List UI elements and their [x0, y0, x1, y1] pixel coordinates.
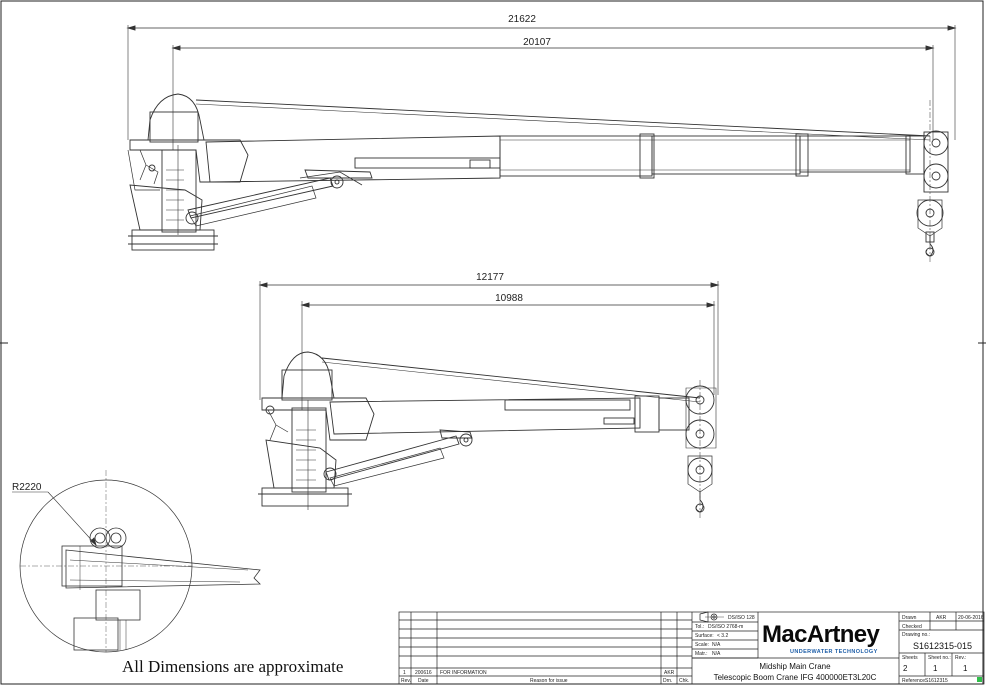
dimension-retracted-reach: 10988 — [495, 293, 523, 304]
header-checked: Chk. — [679, 678, 689, 684]
company-logo: MacArtney — [762, 621, 881, 648]
revision-drawn-by: AKR — [664, 670, 675, 676]
sheets-label: Sheets — [902, 655, 918, 661]
drawn-date: 20-06-2016 — [958, 615, 984, 621]
dimension-overall-length: 21622 — [508, 14, 536, 25]
sheets-value: 2 — [903, 664, 908, 673]
status-indicator — [977, 677, 982, 682]
rev-value: 1 — [963, 664, 968, 673]
scale-label: Scale: — [695, 642, 709, 648]
material-label: Matr.: — [695, 651, 708, 657]
reference-label: Reference: — [902, 678, 926, 684]
company-tagline: UNDERWATER TECHNOLOGY — [790, 649, 878, 655]
drawing-title-line1: Midship Main Crane — [759, 662, 831, 671]
revision-number: 1 — [403, 670, 406, 676]
drawn-by: AKR — [936, 615, 947, 621]
sheet-no-label: Sheet no.: — [928, 655, 951, 661]
drawing-title-line2: Telescopic Boom Crane IFG 400000ET3L20C — [714, 673, 877, 682]
header-date: Date — [418, 678, 429, 684]
header-rev: Rev. — [401, 678, 411, 684]
crane-extended-view — [126, 25, 957, 262]
dimension-retracted-length: 12177 — [476, 272, 504, 283]
reference-value: S1612315 — [925, 678, 948, 684]
surface-label: Surface: — [695, 633, 714, 639]
drawn-label: Drawn — [902, 615, 917, 621]
drawing-number: S1612315-015 — [913, 641, 972, 651]
standard-code: DS/ISO 128 — [728, 615, 755, 621]
sheet-no-value: 1 — [933, 664, 938, 673]
dimension-reach: 20107 — [523, 37, 551, 48]
tol-value: DS/ISO 2768-m — [708, 624, 743, 630]
header-drawn: Drn. — [663, 678, 672, 684]
revision-date: 200616 — [415, 670, 432, 676]
dimension-slew-radius: R2220 — [12, 482, 42, 493]
drawing-no-label: Drawing no.: — [902, 632, 930, 638]
scale-value: N/A — [712, 642, 721, 648]
approximate-dimensions-note: All Dimensions are approximate — [122, 657, 344, 676]
crane-retracted-view — [258, 281, 720, 520]
header-reason: Reason for issue — [530, 678, 568, 684]
tol-label: Tol.: — [695, 624, 704, 630]
material-value: N/A — [712, 651, 721, 657]
rev-label: Rev.: — [955, 655, 966, 661]
plan-view-slew-radius — [12, 470, 261, 653]
checked-label: Checked — [902, 624, 922, 630]
title-block — [398, 611, 985, 685]
revision-reason: FOR INFORMATION — [440, 670, 487, 676]
surface-value: < 3.2 — [717, 633, 728, 639]
